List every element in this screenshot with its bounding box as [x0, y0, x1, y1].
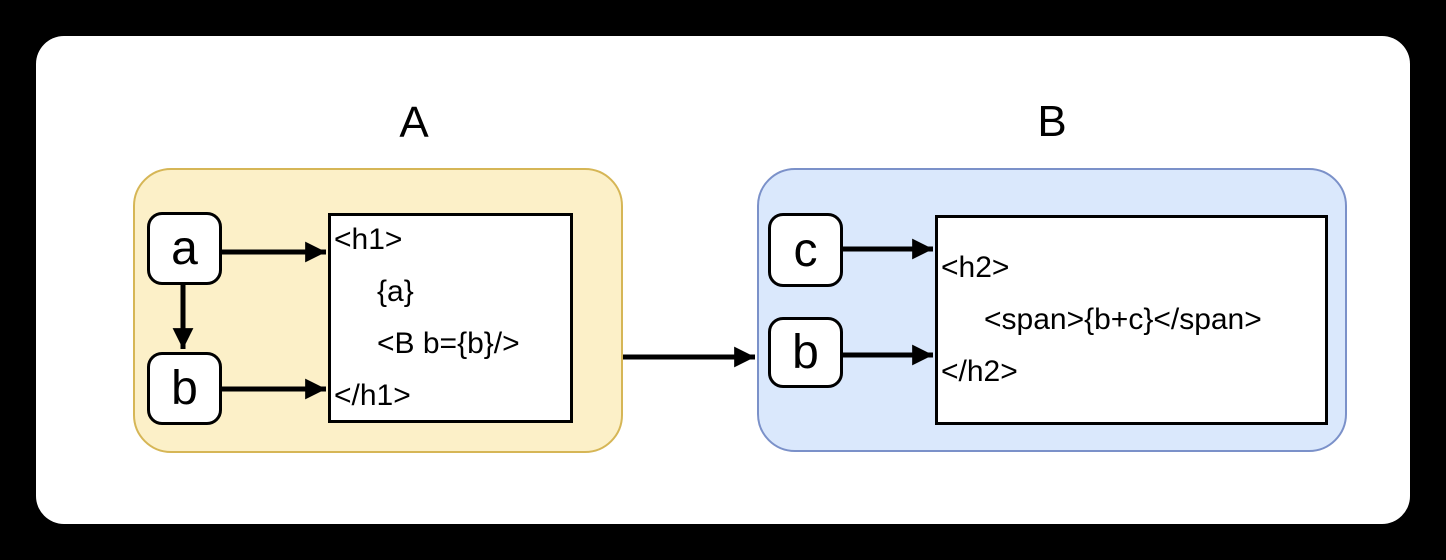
code-line: </h1> — [334, 379, 411, 412]
diagram-canvas: A B a b <h1> {a} <B b={b}/> </h1> c b <h… — [36, 36, 1410, 524]
node-b-in-b-label: b — [792, 326, 819, 379]
template-box-b: <h2> <span>{b+c}</span> </h2> — [935, 215, 1328, 425]
node-c: c — [768, 213, 843, 287]
component-a-title: A — [399, 98, 429, 147]
node-b-in-b: b — [768, 317, 843, 388]
code-line: <B b={b}/> — [377, 327, 520, 360]
node-b-in-a: b — [147, 352, 222, 425]
code-line: </h2> — [941, 355, 1018, 388]
code-line: {a} — [377, 275, 414, 308]
node-a-label: a — [171, 222, 198, 275]
code-line: <span>{b+c}</span> — [984, 303, 1262, 336]
node-b-in-a-label: b — [171, 362, 198, 415]
node-c-label: c — [793, 223, 818, 277]
component-b-title: B — [1037, 97, 1067, 146]
template-box-a: <h1> {a} <B b={b}/> </h1> — [328, 213, 573, 423]
code-line: <h1> — [334, 223, 403, 256]
node-a: a — [147, 212, 222, 285]
code-line: <h2> — [941, 251, 1010, 284]
